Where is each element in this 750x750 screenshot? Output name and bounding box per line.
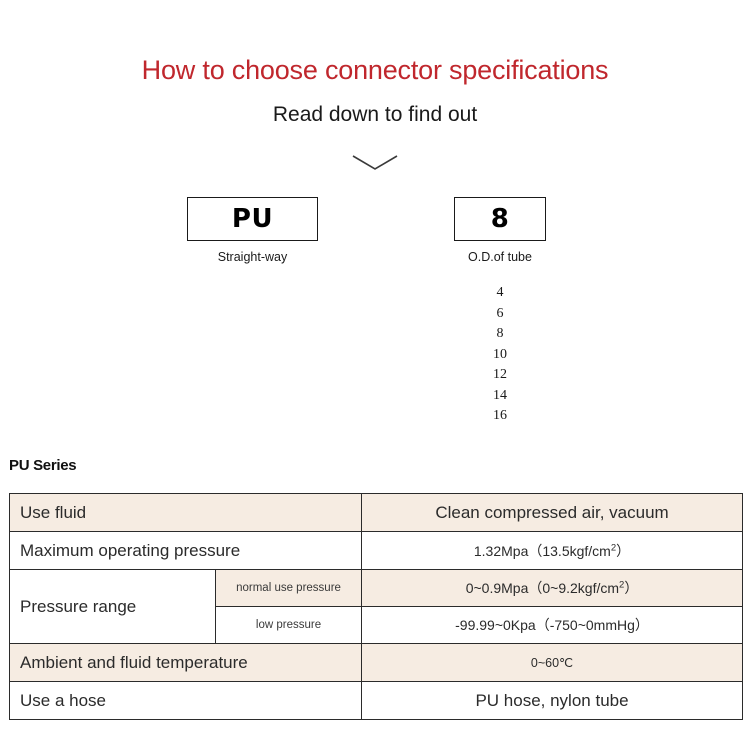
spec-label-pressure-range: Pressure range [9,569,216,644]
spec-value-low-pressure: -99.99~0Kpa（-750~0mmHg） [361,606,744,644]
spec-value-use-fluid: Clean compressed air, vacuum [361,493,744,532]
spec-sublabel-low-pressure: low pressure [214,606,363,644]
code-box-series-value: PU [231,204,274,234]
list-item[interactable]: 10 [493,346,507,362]
spec-value-superscript: 2 [619,579,625,591]
spec-label-ambient-fluid-temperature: Ambient and fluid temperature [8,643,363,682]
page-title: How to choose connector specifications [141,55,609,85]
spec-label-max-operating-pressure: Maximum operating pressure [8,531,363,570]
tube-od-option-list: 4 6 8 10 12 14 16 [454,283,546,427]
spec-value-use-a-hose: PU hose, nylon tube [361,681,744,720]
spec-label-use-a-hose: Use a hose [8,681,363,720]
page-header: How to choose connector specifications R… [0,0,750,126]
list-item[interactable]: 6 [496,305,504,321]
code-caption-tube-od: O.D.of tube [468,250,532,264]
spec-value-text: 0~0.9Mpa（0~9.2kgf/cm [465,580,620,596]
spec-value-text: 1.32Mpa（13.5kgf/cm [473,542,611,559]
spec-table-heading: PU Series [9,457,77,474]
list-item[interactable]: 14 [493,387,507,403]
table-row: Use fluid Clean compressed air, vacuum [8,493,744,532]
table-row: Ambient and fluid temperature 0~60℃ [8,643,744,682]
spec-label-use-fluid: Use fluid [8,493,363,532]
code-box-tube-od-value: 8 [490,204,510,234]
list-item[interactable]: 4 [496,285,504,300]
spec-value-text-suffix: ） [624,580,639,596]
code-box-tube-od[interactable]: 8 [454,197,546,241]
code-group-tube-od: 8 O.D.of tube [454,197,546,265]
spec-value-ambient-fluid-temperature: 0~60℃ [361,643,744,682]
page-subtitle: Read down to find out [272,102,478,126]
table-row: Pressure range normal use pressure 0~0.9… [9,569,744,644]
table-row: Maximum operating pressure 1.32Mpa（13.5k… [8,531,744,570]
chevron-down-icon [0,152,750,178]
spec-table: Use fluid Clean compressed air, vacuum M… [8,493,744,720]
code-group-series: PU Straight-way [187,197,318,265]
spec-value-superscript: 2 [610,541,617,553]
list-item[interactable]: 16 [493,408,507,423]
spec-value-text-suffix: ） [616,542,631,559]
code-box-series[interactable]: PU [187,197,318,241]
spec-value-max-operating-pressure: 1.32Mpa（13.5kgf/cm2） [361,531,744,570]
spec-value-normal-use-pressure: 0~0.9Mpa（0~9.2kgf/cm2） [361,569,744,607]
code-caption-series: Straight-way [217,250,288,264]
part-code-selector: PU Straight-way 8 O.D.of tube [0,197,750,277]
list-item[interactable]: 8 [496,326,504,341]
table-row: Use a hose PU hose, nylon tube [8,681,744,720]
list-item[interactable]: 12 [493,367,507,382]
spec-sublabel-normal-use-pressure: normal use pressure [214,569,363,607]
